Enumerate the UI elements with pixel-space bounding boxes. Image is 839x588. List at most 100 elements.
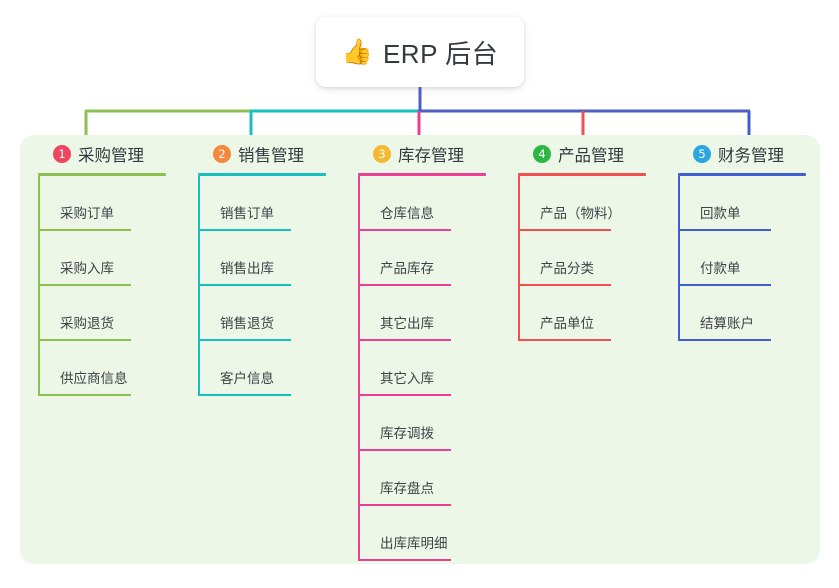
item-underline [358, 449, 451, 451]
column-underline [518, 173, 646, 176]
item-underline [358, 559, 451, 561]
column-underline [38, 173, 166, 176]
list-item[interactable]: 产品分类 [518, 231, 660, 286]
item-spine [198, 341, 200, 396]
column-item-list: 仓库信息产品库存其它出库其它入库库存调拨库存盘点出库库明细 [358, 176, 500, 561]
list-item[interactable]: 产品单位 [518, 286, 660, 341]
item-spine [38, 286, 40, 341]
item-label: 销售订单 [220, 206, 274, 221]
column-产品管理: 4 产品管理产品（物料） 产品分类产品单位 [500, 135, 660, 564]
list-item[interactable]: 仓库信息 [358, 176, 500, 231]
item-label: 采购退货 [60, 316, 114, 331]
item-spine [358, 451, 360, 506]
item-spine [198, 176, 200, 231]
item-label: 产品分类 [540, 261, 594, 276]
item-label: 产品单位 [540, 316, 594, 331]
column-header[interactable]: 4 产品管理 [515, 135, 660, 173]
list-item[interactable]: 采购退货 [38, 286, 180, 341]
list-item[interactable]: 销售退货 [198, 286, 340, 341]
item-label: 客户信息 [220, 371, 274, 386]
column-title: 采购管理 [78, 147, 144, 165]
item-spine [358, 396, 360, 451]
column-库存管理: 3 库存管理仓库信息产品库存其它出库其它入库库存调拨库存盘点出库库明细 [340, 135, 500, 564]
item-underline [518, 284, 611, 286]
list-item[interactable]: 产品（物料） [518, 176, 660, 231]
item-spine [358, 231, 360, 286]
list-item[interactable]: 其它出库 [358, 286, 500, 341]
item-spine [358, 341, 360, 396]
root-node-card[interactable]: 👍 ERP 后台 [316, 17, 524, 87]
item-spine [678, 231, 680, 286]
item-spine [198, 286, 200, 341]
list-item[interactable]: 其它入库 [358, 341, 500, 396]
column-title: 库存管理 [398, 147, 464, 165]
column-number-badge: 4 [533, 145, 551, 163]
item-label: 仓库信息 [380, 206, 434, 221]
item-label: 库存盘点 [380, 481, 434, 496]
item-underline [198, 229, 291, 231]
item-underline [38, 339, 131, 341]
item-spine [518, 231, 520, 286]
item-label: 付款单 [700, 261, 741, 276]
column-underline [358, 173, 486, 176]
item-underline [358, 504, 451, 506]
column-item-list: 销售订单销售出库销售退货客户信息 [198, 176, 340, 396]
item-label: 库存调拨 [380, 426, 434, 441]
item-spine [358, 506, 360, 561]
item-spine [38, 341, 40, 396]
list-item[interactable]: 销售订单 [198, 176, 340, 231]
item-underline [518, 229, 611, 231]
column-header[interactable]: 3 库存管理 [355, 135, 500, 173]
item-spine [38, 231, 40, 286]
item-underline [38, 229, 131, 231]
list-item[interactable]: 库存盘点 [358, 451, 500, 506]
item-underline [198, 339, 291, 341]
list-item[interactable]: 客户信息 [198, 341, 340, 396]
item-spine [358, 176, 360, 231]
item-spine [198, 231, 200, 286]
list-item[interactable]: 采购订单 [38, 176, 180, 231]
item-underline [38, 284, 131, 286]
item-label: 结算账户 [700, 316, 754, 331]
item-label: 其它入库 [380, 371, 434, 386]
thumbs-up-icon: 👍 [341, 37, 373, 66]
list-item[interactable]: 产品库存 [358, 231, 500, 286]
item-label: 销售退货 [220, 316, 274, 331]
column-item-list: 回款单付款单结算账户 [678, 176, 820, 341]
column-number-badge: 3 [373, 145, 391, 163]
list-item[interactable]: 采购入库 [38, 231, 180, 286]
column-title: 产品管理 [558, 147, 624, 165]
item-label: 销售出库 [220, 261, 274, 276]
list-item[interactable]: 库存调拨 [358, 396, 500, 451]
list-item[interactable]: 回款单 [678, 176, 820, 231]
list-item[interactable]: 供应商信息 [38, 341, 180, 396]
list-item[interactable]: 销售出库 [198, 231, 340, 286]
item-spine [518, 286, 520, 341]
column-underline [198, 173, 326, 176]
item-underline [358, 394, 451, 396]
item-label: 回款单 [700, 206, 741, 221]
list-item[interactable]: 结算账户 [678, 286, 820, 341]
list-item[interactable]: 出库库明细 [358, 506, 500, 561]
item-underline [358, 229, 451, 231]
list-item[interactable]: 付款单 [678, 231, 820, 286]
item-spine [678, 286, 680, 341]
column-title: 财务管理 [718, 147, 784, 165]
item-underline [678, 284, 771, 286]
item-label: 其它出库 [380, 316, 434, 331]
item-label: 产品（物料） [540, 206, 621, 221]
item-spine [678, 176, 680, 231]
column-number-badge: 2 [213, 145, 231, 163]
item-label: 产品库存 [380, 261, 434, 276]
item-label: 出库库明细 [380, 536, 448, 551]
item-spine [518, 176, 520, 231]
item-underline [198, 284, 291, 286]
